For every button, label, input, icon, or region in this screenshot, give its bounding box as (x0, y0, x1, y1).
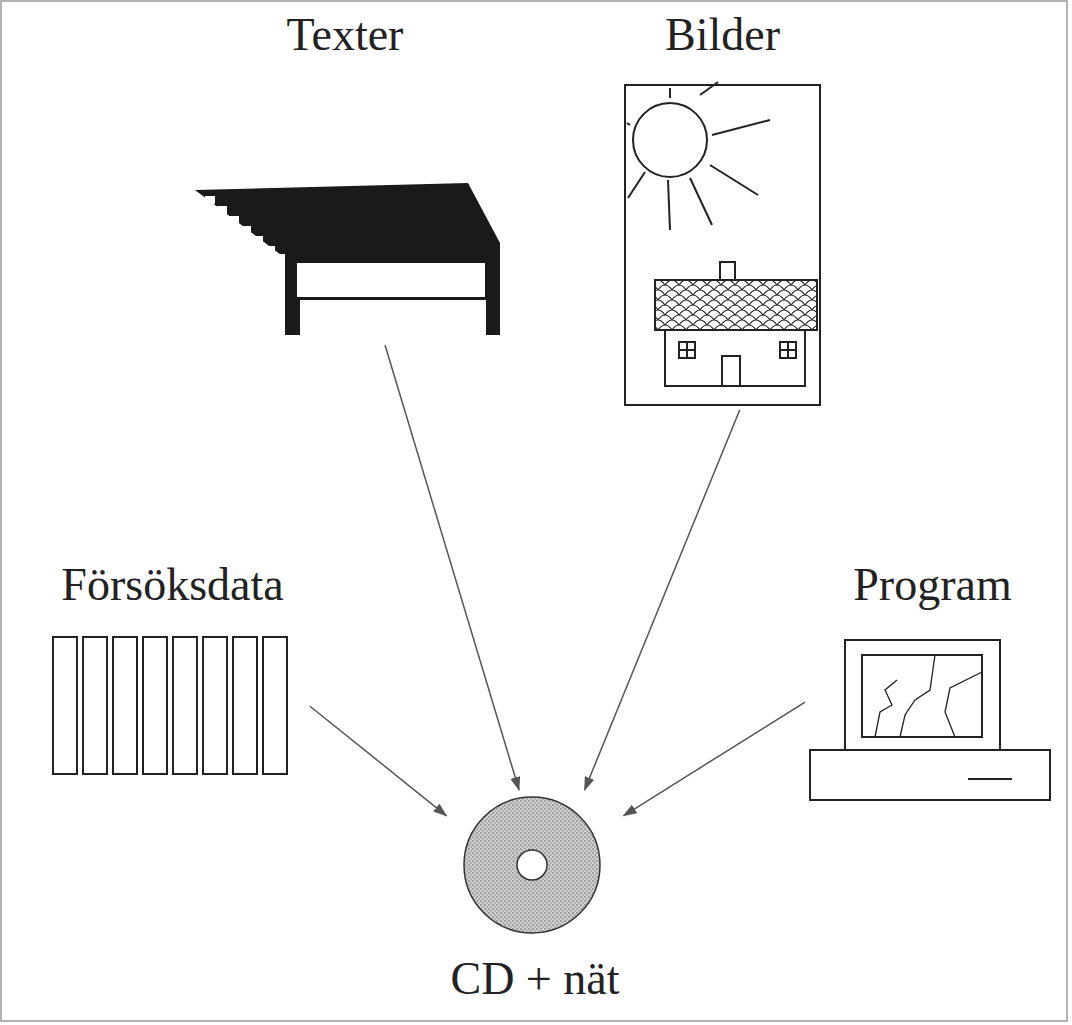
node-label: Program (853, 560, 1011, 611)
book-icon (195, 183, 500, 335)
picture-icon (625, 82, 820, 405)
data-bars-icon (53, 637, 287, 774)
arrow-connector (585, 410, 740, 790)
arrow-connector (385, 345, 519, 790)
computer-icon (810, 640, 1050, 800)
arrow-connector (624, 702, 805, 816)
icon-node: Texter (185, 10, 505, 345)
node-label: Bilder (665, 10, 780, 61)
node-label: Texter (287, 10, 404, 61)
icon-node: CD + nät (446, 790, 623, 1005)
icon-node: Program (805, 560, 1060, 805)
icon-node: Försöksdata (35, 560, 310, 785)
node-label: CD + nät (450, 954, 619, 1005)
icon-node: Bilder (615, 10, 830, 410)
cd-icon (464, 797, 600, 933)
node-label: Försöksdata (61, 560, 283, 611)
arrow-connector (310, 706, 446, 816)
